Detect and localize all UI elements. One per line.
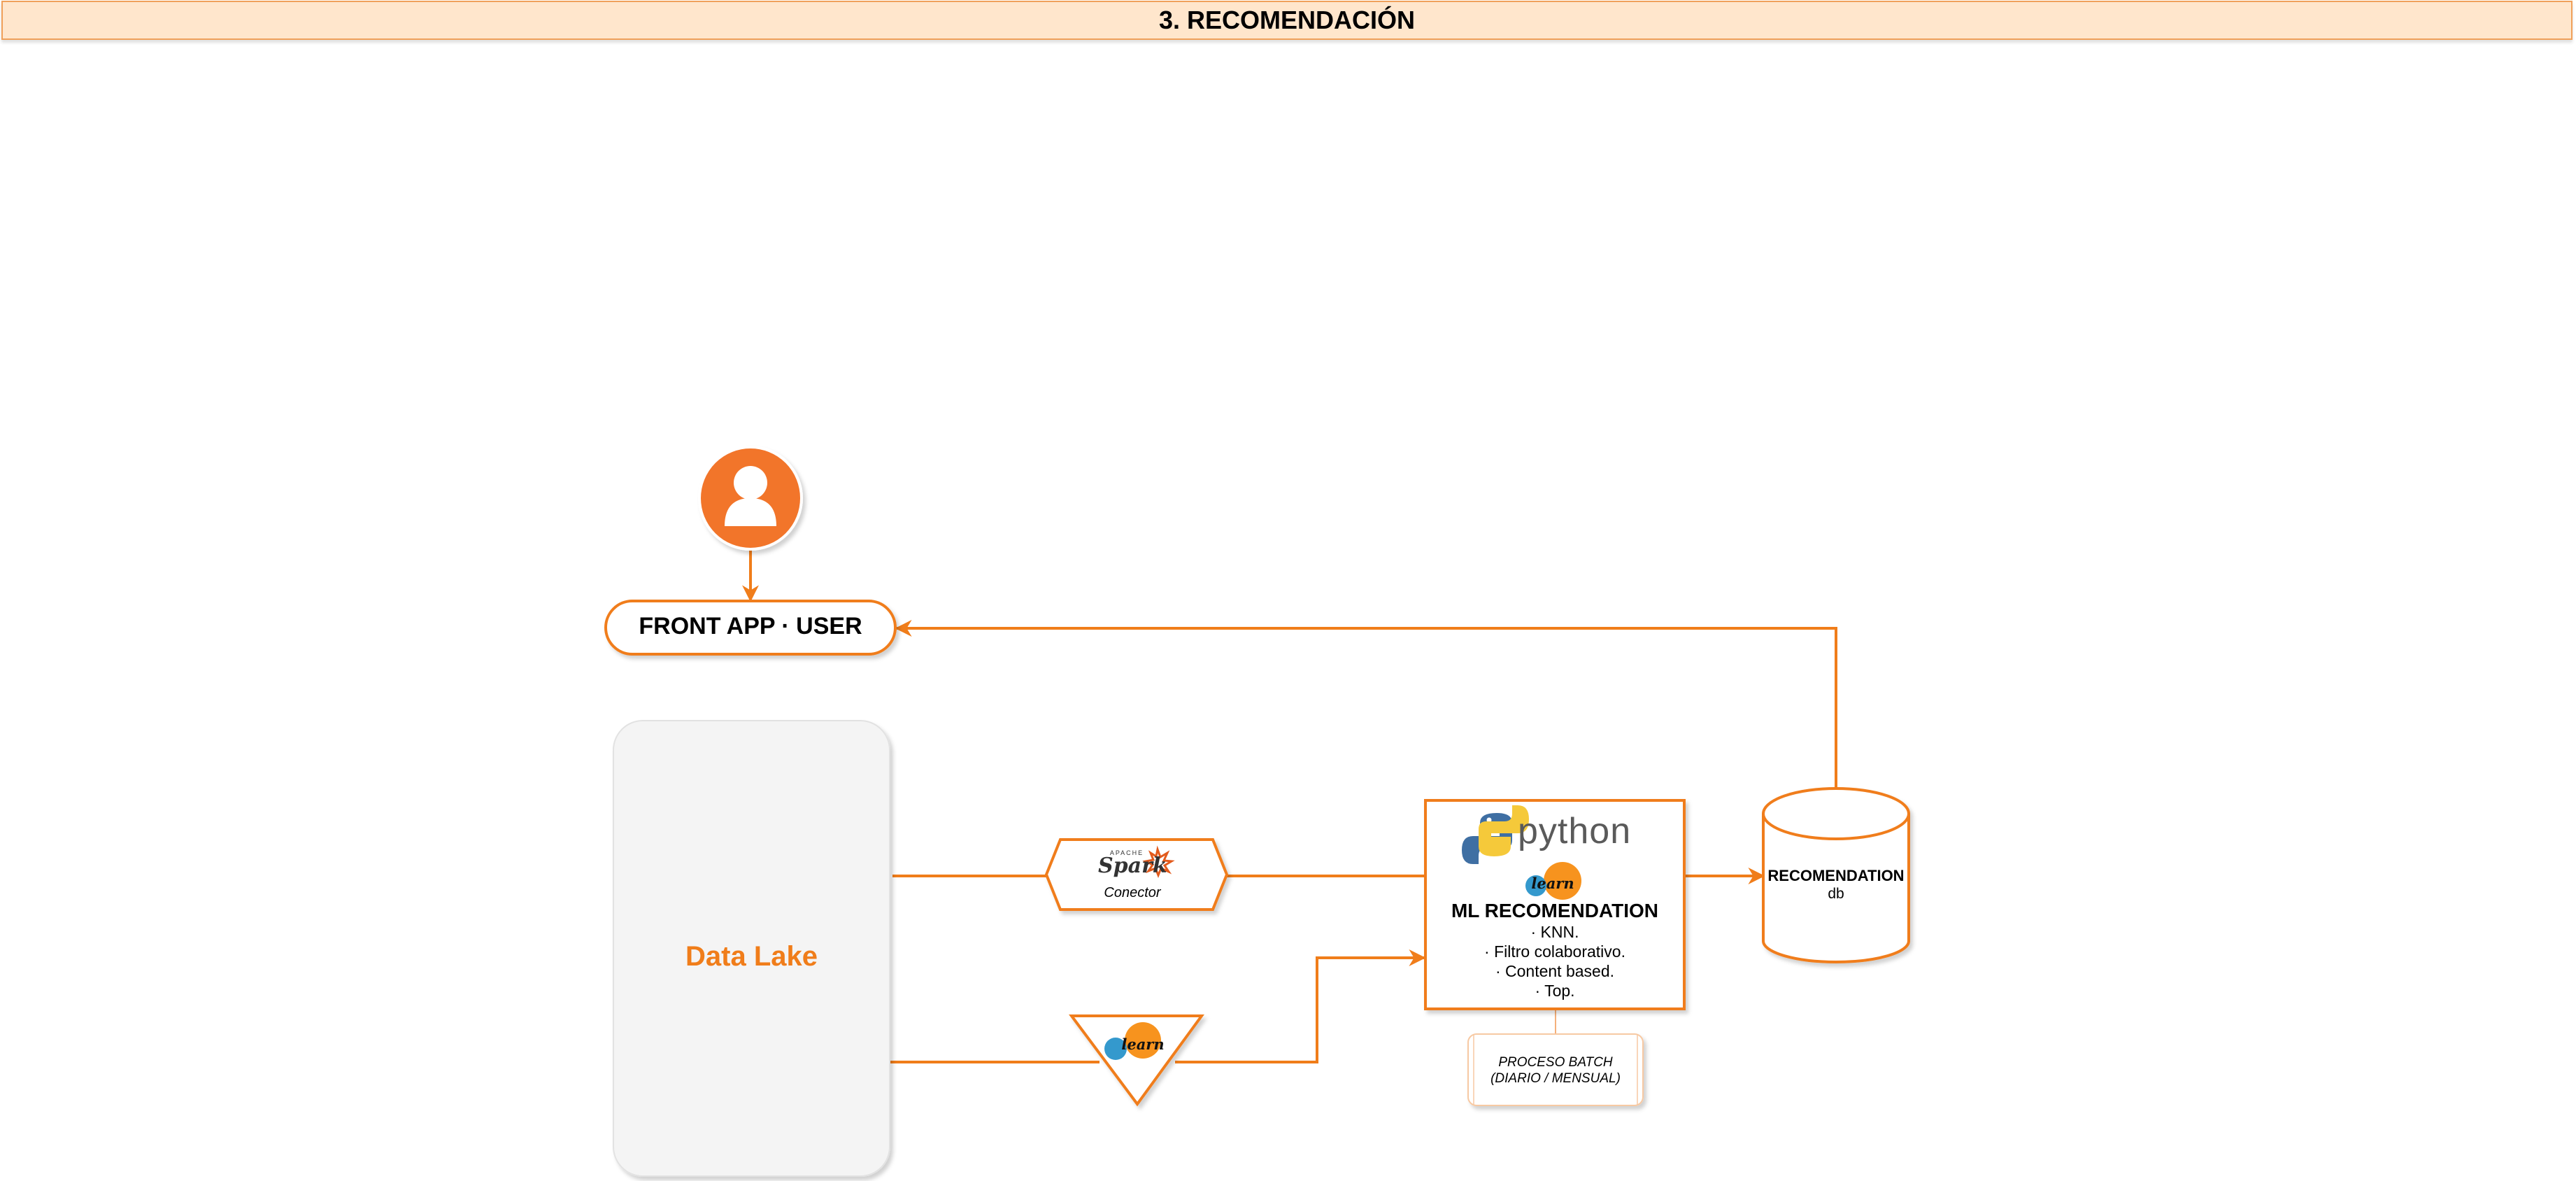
sklearn-logo <box>1525 862 1581 900</box>
user-node <box>698 446 803 551</box>
ml-item-top: · Top. <box>1535 982 1575 1000</box>
spark-caption: Conector <box>1104 885 1161 900</box>
ml-recommendation-node <box>1424 799 1686 1010</box>
spark-logo-small-text: APACHE <box>1109 849 1144 856</box>
user-icon <box>725 466 776 526</box>
front-app-node <box>604 600 897 656</box>
front-app-label: FRONT APP · USER <box>639 613 862 639</box>
sklearn-logo-small <box>1104 1022 1161 1060</box>
ml-title: ML RECOMENDATION <box>1451 900 1659 921</box>
ml-item-collaborative: · Filtro colaborativo. <box>1484 942 1625 961</box>
python-logo-text: python <box>1518 811 1632 851</box>
spark-connector-node <box>1044 838 1229 911</box>
title-bar: 3. RECOMENDACIÓN <box>1 1 2573 40</box>
ml-item-content-based: · Content based. <box>1495 962 1615 980</box>
python-logo-icon <box>1462 805 1529 864</box>
db-title: RECOMENDATION <box>1767 867 1905 884</box>
db-subtitle: db <box>1828 886 1844 902</box>
batch-note-line2: (DIARIO / MENSUAL) <box>1490 1071 1621 1086</box>
ml-item-knn: · KNN. <box>1530 923 1579 941</box>
spark-logo <box>1142 845 1175 879</box>
recommendation-db-node <box>1762 787 1910 963</box>
sklearn-batch-logo-text: learn <box>1121 1035 1165 1053</box>
data-lake-node <box>613 720 890 1177</box>
spark-logo-text: Spark <box>1098 854 1167 878</box>
edge-sklearn-to-ml <box>1175 949 1426 1063</box>
batch-note-line1: PROCESO BATCH <box>1498 1055 1613 1070</box>
data-lake-label: Data Lake <box>685 941 818 972</box>
page-title: 3. RECOMENDACIÓN <box>1158 6 1416 34</box>
sklearn-logo-text: learn <box>1531 875 1574 892</box>
spark-star-icon <box>1142 845 1175 879</box>
edge-db-to-front <box>895 620 1837 787</box>
batch-note-node <box>1467 1033 1644 1106</box>
sklearn-batch-node <box>1069 1014 1204 1107</box>
